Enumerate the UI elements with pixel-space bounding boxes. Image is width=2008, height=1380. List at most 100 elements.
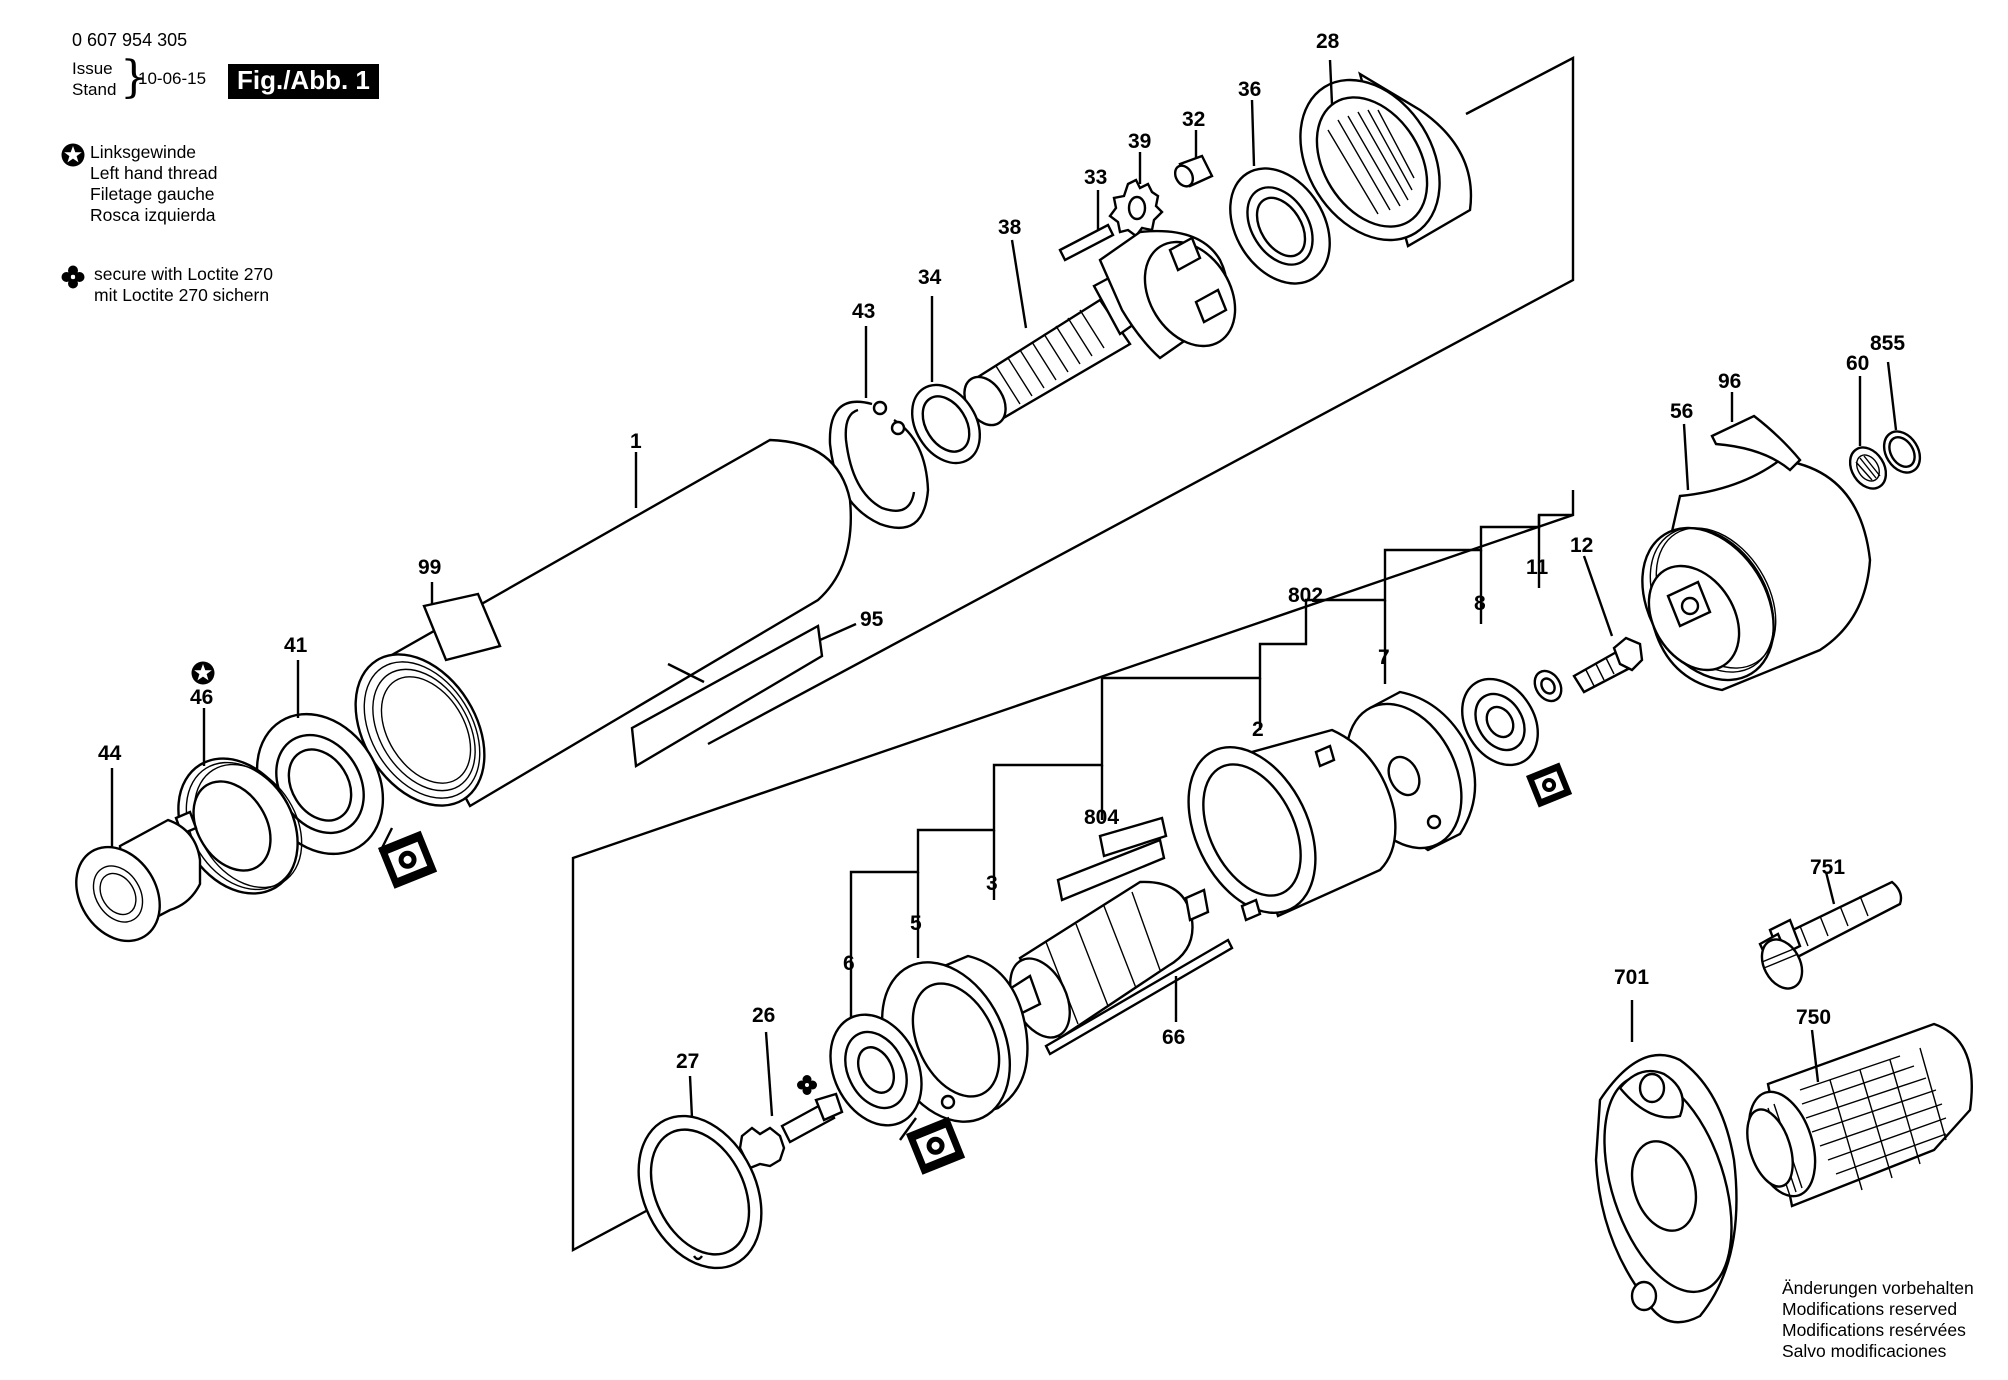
clover-icon [61, 265, 85, 289]
callout-44: 44 [98, 742, 122, 765]
callout-99: 99 [418, 556, 441, 579]
part-66-pin [1044, 938, 1234, 1056]
callout-2: 2 [1252, 718, 1264, 741]
note-line: Modifications reserved [1782, 1299, 1958, 1319]
callout-6: 6 [843, 952, 855, 975]
part-33-pin [1058, 223, 1115, 262]
part-27-washer [637, 1114, 763, 1270]
legend-line: Left hand thread [90, 163, 218, 183]
callout-5: 5 [910, 912, 922, 935]
bearing-icon [378, 830, 438, 889]
callout-12: 12 [1570, 534, 1593, 557]
bearing-icon [1526, 762, 1573, 808]
part-60-screen [1848, 446, 1888, 490]
part-1-housing-tube [354, 438, 852, 808]
part-12-screw [1572, 636, 1644, 694]
modification-notes: Änderungen vorbehalten Modifications res… [1782, 1278, 1974, 1362]
callout-38: 38 [998, 216, 1022, 239]
callout-3: 3 [986, 872, 998, 895]
callout-95: 95 [860, 608, 884, 631]
leader-28 [1328, 59, 1334, 105]
callout-56: 56 [1670, 400, 1693, 423]
leader-855 [1886, 361, 1898, 431]
part-number: 0 607 954 305 [72, 30, 188, 50]
part-11-washer [1533, 669, 1563, 703]
leader-95-tick [667, 662, 705, 684]
callout-804: 804 [1084, 806, 1119, 829]
callout-28: 28 [1316, 30, 1340, 53]
note-line: Modifications resérvées [1782, 1320, 1966, 1340]
leader-12-end [1582, 555, 1614, 637]
part-43-circlip [828, 400, 930, 529]
brace-icon: } [120, 52, 148, 103]
leader-bearing-41 [378, 827, 394, 853]
callout-36: 36 [1238, 78, 1261, 101]
legend-line: Rosca izquierda [90, 205, 216, 225]
part-32-pinion [1173, 154, 1214, 188]
callout-39: 39 [1128, 130, 1151, 153]
leader-750 [1810, 1029, 1820, 1083]
star-circle-icon [61, 143, 85, 167]
legend-line: secure with Loctite 270 [94, 264, 273, 284]
callout-7: 7 [1378, 646, 1390, 669]
part-34-washer [910, 383, 982, 465]
part-804-vanes [1056, 816, 1168, 902]
figure-label: Fig./Abb. 1 [228, 64, 379, 99]
part-95-nameplate [630, 624, 824, 768]
callout-33: 33 [1084, 166, 1107, 189]
callout-11: 11 [1526, 556, 1549, 579]
part-751-hose-nipple [1758, 880, 1903, 990]
callout-66: 66 [1162, 1026, 1185, 1049]
legend-left-hand-thread: Linksgewinde Left hand thread Filetage g… [60, 142, 217, 226]
leader-27 [688, 1075, 694, 1119]
part-44-nut [75, 818, 202, 943]
star-circle-icon [191, 661, 215, 685]
bearing-icon [906, 1116, 966, 1175]
part-28-bearing-sleeve [1299, 71, 1473, 248]
bracket-802-line [849, 513, 1573, 905]
part-701-flange [1594, 1053, 1738, 1324]
callout-701: 701 [1614, 966, 1649, 989]
stand-label: Stand [72, 80, 117, 99]
callout-46: 46 [190, 686, 213, 709]
callout-34: 34 [918, 266, 942, 289]
leader-751 [1824, 871, 1836, 905]
leader-bearing-6 [899, 1117, 917, 1141]
legend-line: Filetage gauche [90, 184, 215, 204]
callout-1: 1 [630, 430, 642, 453]
part-46-threaded-ring [174, 757, 303, 895]
part-99-label [422, 592, 502, 662]
part-750-silencer [1746, 1022, 1973, 1208]
part-855-o-ring [1882, 430, 1922, 474]
part-39-gear [1108, 178, 1164, 238]
note-line: Salvo modificaciones [1782, 1341, 1947, 1361]
callout-32: 32 [1182, 108, 1205, 131]
part-56-end-cap [1641, 458, 1872, 692]
callout-43: 43 [852, 300, 875, 323]
issue-stand-labels: Issue Stand [72, 58, 116, 100]
part-38-spindle [963, 230, 1237, 427]
part-6-ball-bearing [829, 1013, 923, 1127]
lower-frame-line [571, 490, 1575, 1252]
callout-60: 60 [1846, 352, 1869, 375]
leader-36 [1250, 99, 1256, 167]
callout-750: 750 [1796, 1006, 1831, 1029]
callout-41: 41 [284, 634, 308, 657]
part-2-cylinder [1187, 728, 1397, 922]
callout-802: 802 [1288, 584, 1323, 607]
callout-26: 26 [752, 1004, 775, 1027]
callout-751: 751 [1810, 856, 1845, 879]
callout-855: 855 [1870, 332, 1905, 355]
callout-96: 96 [1718, 370, 1741, 393]
legend-line: Linksgewinde [90, 142, 197, 162]
leader-26 [764, 1031, 774, 1117]
issue-label: Issue [72, 59, 113, 78]
part-36-ball-bearing [1229, 167, 1331, 285]
note-line: Änderungen vorbehalten [1782, 1278, 1974, 1298]
part-8-ball-bearing [1461, 677, 1539, 767]
part-96-label [1710, 414, 1802, 472]
leader-56 [1682, 423, 1690, 491]
legend-line: mit Loctite 270 sichern [94, 285, 270, 305]
part-26-pinion [738, 1092, 844, 1170]
callout-8: 8 [1474, 592, 1486, 615]
